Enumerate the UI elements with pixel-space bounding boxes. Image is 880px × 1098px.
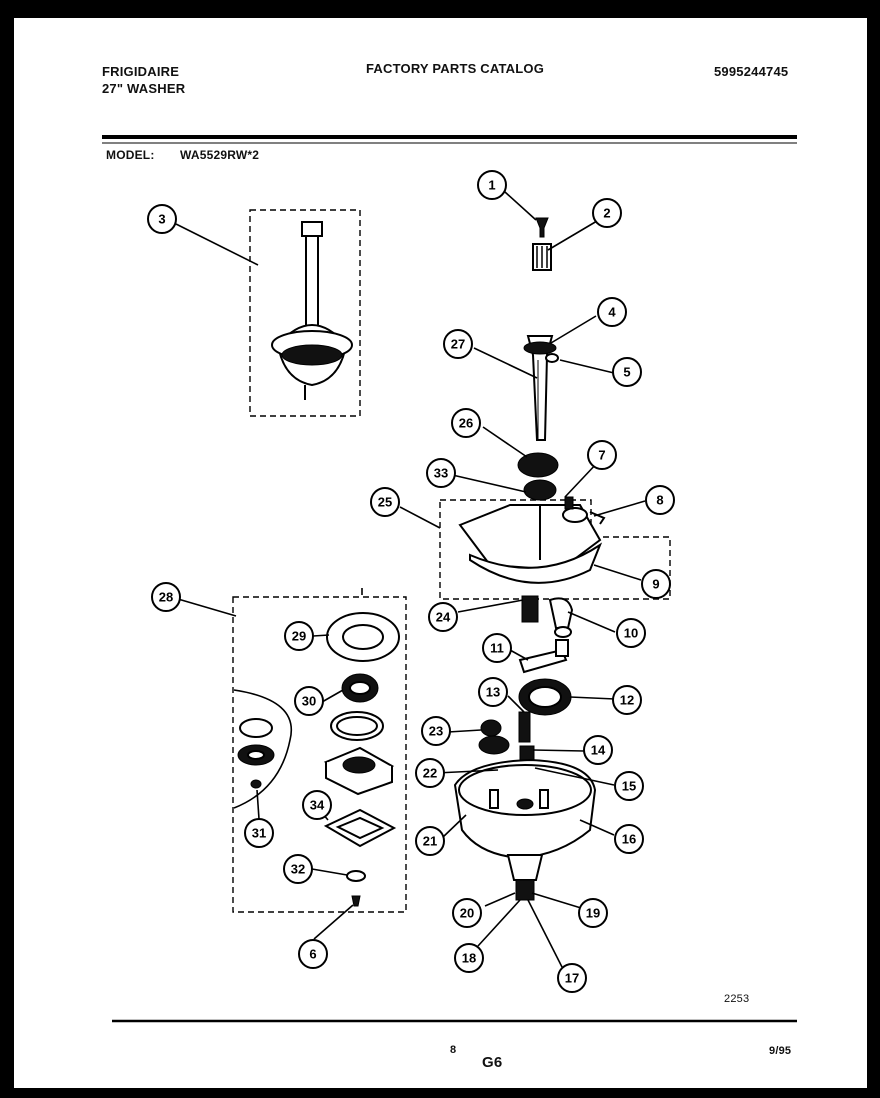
callout-17: 17: [557, 963, 587, 993]
callout-1: 1: [477, 170, 507, 200]
callout-label: 13: [486, 685, 500, 700]
callout-6: 6: [298, 939, 328, 969]
callout-label: 34: [310, 798, 325, 813]
callout-15: 15: [614, 771, 644, 801]
model-label: MODEL:: [106, 148, 155, 162]
callout-12: 12: [612, 685, 642, 715]
callout-label: 19: [586, 906, 600, 921]
brand-name: FRIGIDAIRE: [102, 64, 180, 79]
callout-21: 21: [415, 826, 445, 856]
callout-3: 3: [147, 204, 177, 234]
assembly-28-box: [232, 596, 407, 913]
callout-label: 5: [623, 365, 630, 380]
callout-label: 21: [423, 834, 437, 849]
callout-label: 25: [378, 495, 392, 510]
callout-4: 4: [597, 297, 627, 327]
callout-label: 1: [488, 178, 495, 193]
callout-16: 16: [614, 824, 644, 854]
callout-label: 2: [603, 206, 610, 221]
callout-label: 4: [608, 305, 616, 320]
shaft-seal: [517, 452, 559, 501]
callout-28: 28: [151, 582, 181, 612]
callout-label: 7: [598, 448, 605, 463]
callout-label: 8: [656, 493, 663, 508]
gearcase-housing: [453, 758, 597, 901]
callout-30: 30: [294, 686, 324, 716]
callout-label: 14: [591, 743, 606, 758]
callout-19: 19: [578, 898, 608, 928]
callout-11: 11: [482, 633, 512, 663]
callout-8: 8: [645, 485, 675, 515]
callout-7: 7: [587, 440, 617, 470]
callout-label: 33: [434, 466, 448, 481]
callout-27: 27: [443, 329, 473, 359]
callout-25: 25: [370, 487, 400, 517]
gearcase-cover: [458, 496, 606, 584]
drawing-number: 2253: [724, 993, 750, 1005]
callout-label: 6: [309, 947, 316, 962]
callout-33: 33: [426, 458, 456, 488]
callout-26: 26: [451, 408, 481, 438]
print-date: 9/95: [769, 1045, 792, 1057]
product-name: 27" WASHER: [102, 81, 186, 96]
section-code: G6: [482, 1054, 503, 1071]
callout-9: 9: [641, 569, 671, 599]
callout-23: 23: [421, 716, 451, 746]
catalog-title: FACTORY PARTS CATALOG: [366, 61, 545, 76]
callout-29: 29: [284, 621, 314, 651]
callout-2: 2: [592, 198, 622, 228]
callout-label: 22: [423, 766, 437, 781]
callout-label: 28: [159, 590, 173, 605]
callout-label: 29: [292, 629, 306, 644]
callout-label: 3: [158, 212, 165, 227]
callout-label: 31: [252, 826, 266, 841]
callout-label: 10: [624, 626, 638, 641]
callout-5: 5: [612, 357, 642, 387]
catalog-number: 5995244745: [714, 64, 789, 79]
model-number: WA5529RW*2: [180, 148, 260, 162]
callout-label: 17: [565, 971, 579, 986]
callout-label: 16: [622, 832, 636, 847]
callout-label: 30: [302, 694, 316, 709]
page-number: 8: [450, 1044, 457, 1056]
callout-13: 13: [478, 677, 508, 707]
callout-34: 34: [302, 790, 332, 820]
assembly-3-box: [249, 209, 361, 417]
screw-part: [535, 217, 549, 238]
callout-22: 22: [415, 758, 445, 788]
callout-32: 32: [283, 854, 313, 884]
seal-bearing-kit: [233, 612, 400, 907]
callout-label: 9: [652, 577, 659, 592]
drive-shaft: [523, 335, 559, 441]
callout-label: 27: [451, 337, 465, 352]
callout-label: 18: [462, 951, 476, 966]
callout-label: 20: [460, 906, 474, 921]
agitator-shaft-assembly: [271, 221, 353, 400]
coupling-part: [532, 243, 552, 271]
callout-31: 31: [244, 818, 274, 848]
callout-label: 23: [429, 724, 443, 739]
callout-label: 24: [436, 610, 451, 625]
callout-14: 14: [583, 735, 613, 765]
callout-label: 12: [620, 693, 634, 708]
callout-20: 20: [452, 898, 482, 928]
leader-lines: [175, 191, 646, 968]
callout-label: 26: [459, 416, 473, 431]
callout-24: 24: [428, 602, 458, 632]
callout-10: 10: [616, 618, 646, 648]
callout-label: 15: [622, 779, 636, 794]
callout-18: 18: [454, 943, 484, 973]
assembly-25-box: [439, 499, 671, 600]
callout-label: 32: [291, 862, 305, 877]
callout-label: 11: [490, 641, 504, 656]
